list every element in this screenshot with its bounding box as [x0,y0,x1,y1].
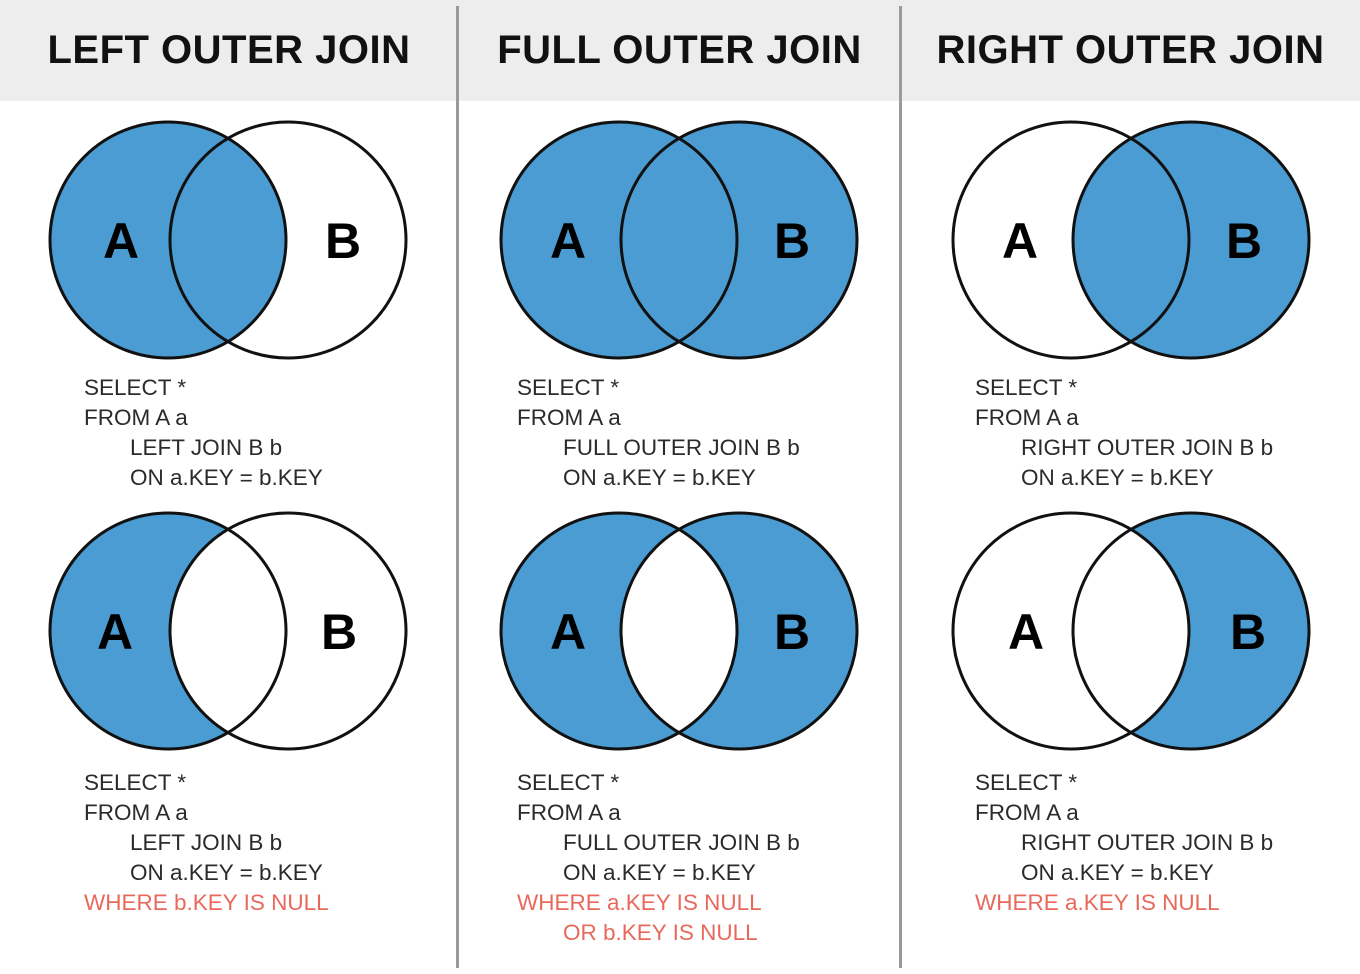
sql-block-right-outer-join-full: SELECT * FROM A a RIGHT OUTER JOIN B b O… [975,373,1273,493]
column-divider-1 [456,6,459,968]
column-header-right-outer-join: RIGHT OUTER JOIN [901,0,1360,101]
venn-diagram-svg: A B [48,511,408,751]
venn-diagram-svg: A B [499,120,859,360]
sql-line-from: FROM A a [517,405,621,430]
sql-line-select: SELECT * [517,770,620,795]
sql-line-join: FULL OUTER JOIN B b [563,830,800,855]
column-header-full-outer-join: FULL OUTER JOIN [458,0,901,101]
column-title: LEFT OUTER JOIN [47,28,411,72]
sql-line-join: RIGHT OUTER JOIN B b [1021,435,1274,460]
sql-line-where: WHERE a.KEY IS NULL [517,890,762,915]
venn-label-a: A [1008,604,1044,660]
column-left-outer-join: A B SELECT * FROM A a LEFT JOIN B b ON a… [0,101,456,974]
sql-line-on: ON a.KEY = b.KEY [1021,465,1214,490]
column-full-outer-join: A B SELECT * FROM A a FULL OUTER JOIN B … [459,101,899,974]
venn-right-outer-join-full: A B [902,117,1360,367]
venn-full-outer-join-full: A B [459,117,899,367]
circle-b-outline [619,120,859,360]
circle-b-fill [621,122,857,358]
circle-b-outline [168,511,408,751]
venn-diagram-svg: A B [951,120,1311,360]
circle-a-outline [951,511,1191,751]
sql-line-on: ON a.KEY = b.KEY [130,860,323,885]
sql-block-left-outer-join-exclusive: SELECT * FROM A a LEFT JOIN B b ON a.KEY… [84,768,329,918]
sql-line-where: WHERE a.KEY IS NULL [975,890,1220,915]
sql-block-right-outer-join-exclusive: SELECT * FROM A a RIGHT OUTER JOIN B b O… [975,768,1273,918]
intersection-region [170,122,286,358]
sql-block-full-outer-join-full: SELECT * FROM A a FULL OUTER JOIN B b ON… [517,373,800,493]
circle-a-outline [48,120,288,360]
venn-left-outer-join-exclusive: A B [0,508,456,758]
venn-label-b: B [325,213,361,269]
sql-line-from: FROM A a [975,800,1079,825]
circle-b-outline [1071,511,1311,751]
venn-right-outer-join-exclusive: A B [902,508,1360,758]
circle-b-only-fill [1073,513,1309,749]
venn-label-a: A [97,604,133,660]
venn-label-b: B [774,604,810,660]
circle-b-outline [619,511,859,751]
sql-line-select: SELECT * [975,375,1078,400]
sql-line-join: LEFT JOIN B b [130,435,283,460]
column-divider-2 [899,6,902,968]
venn-label-a: A [550,213,586,269]
venn-label-b: B [321,604,357,660]
sql-line-from: FROM A a [84,800,188,825]
sql-line-join: RIGHT OUTER JOIN B b [1021,830,1274,855]
circle-a-only-fill [50,513,286,749]
column-title: RIGHT OUTER JOIN [936,28,1325,72]
sql-line-from: FROM A a [975,405,1079,430]
venn-diagram-svg: A B [48,120,408,360]
column-title: FULL OUTER JOIN [497,28,862,72]
sql-line-join: LEFT JOIN B b [130,830,283,855]
sql-line-from: FROM A a [517,800,621,825]
circle-b-only-fill [621,513,857,749]
sql-line-select: SELECT * [84,375,187,400]
header-band [0,0,1360,101]
venn-label-a: A [550,604,586,660]
sql-block-left-outer-join-full: SELECT * FROM A a LEFT JOIN B b ON a.KEY… [84,373,323,493]
sql-line-select: SELECT * [517,375,620,400]
sql-line-from: FROM A a [84,405,188,430]
venn-diagram-svg: A B [499,511,859,751]
column-right-outer-join: A B SELECT * FROM A a RIGHT OUTER JOIN B… [902,101,1360,974]
sql-line-on: ON a.KEY = b.KEY [1021,860,1214,885]
circle-a-outline [48,511,288,751]
venn-label-b: B [774,213,810,269]
venn-label-b: B [1226,213,1262,269]
sql-line-or: OR b.KEY IS NULL [563,920,758,945]
venn-label-a: A [103,213,139,269]
sql-block-full-outer-join-exclusive: SELECT * FROM A a FULL OUTER JOIN B b ON… [517,768,800,948]
sql-line-on: ON a.KEY = b.KEY [563,465,756,490]
sql-line-select: SELECT * [975,770,1078,795]
circle-b-outline [1071,120,1311,360]
venn-full-outer-join-exclusive: A B [459,508,899,758]
circle-a-outline [951,120,1191,360]
sql-line-select: SELECT * [84,770,187,795]
circle-b-outline [168,120,408,360]
sql-line-on: ON a.KEY = b.KEY [563,860,756,885]
venn-diagram-svg: A B [951,511,1311,751]
venn-left-outer-join-full: A B [0,117,456,367]
circle-a-outline [499,120,739,360]
venn-label-a: A [1002,213,1038,269]
sql-line-join: FULL OUTER JOIN B b [563,435,800,460]
sql-line-where: WHERE b.KEY IS NULL [84,890,329,915]
sql-line-on: ON a.KEY = b.KEY [130,465,323,490]
venn-label-b: B [1230,604,1266,660]
column-header-left-outer-join: LEFT OUTER JOIN [0,0,458,101]
intersection-region [1073,122,1189,358]
circle-a-outline [499,511,739,751]
